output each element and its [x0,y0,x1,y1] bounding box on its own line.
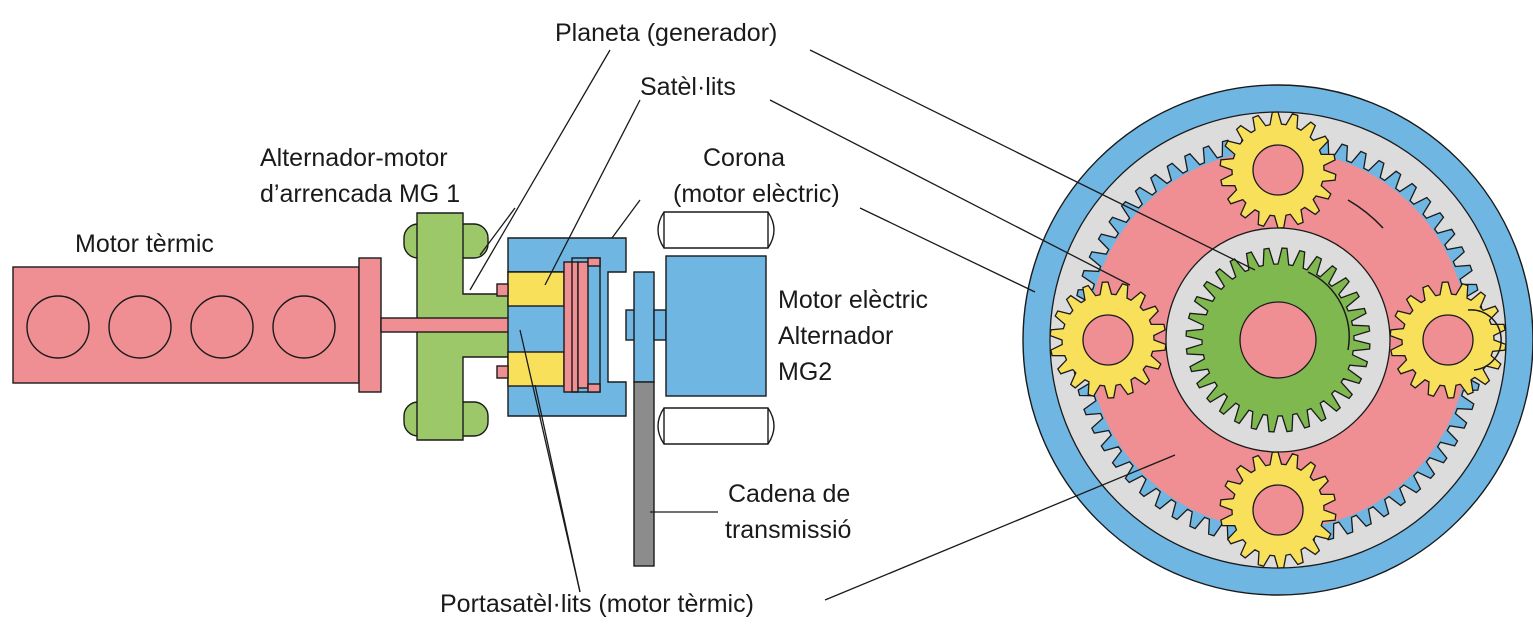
satellite-gear-left-hub [1082,314,1134,366]
label-satellits: Satèl·lits [640,73,736,101]
satellite-lower [507,351,565,387]
satellite-upper [507,271,565,307]
transmission-chain [633,381,655,567]
mg2-coil-top [657,211,775,249]
satellite-gear-top-hub [1252,144,1304,196]
satellite-rotation-arc [1467,309,1502,371]
leader-corona-left [611,199,641,239]
mg2-motor-body [665,255,767,397]
satellite-pin-lower [496,365,509,379]
leader-planeta-left [469,49,611,291]
satellite-pin-upper [496,283,509,297]
label-corona-line1: Corona [703,144,785,172]
leader-carrier-2 [534,384,581,593]
engine-cylinder-3 [190,295,254,359]
engine-cylinder-1 [26,295,90,359]
engine-block [12,257,382,393]
planetary-gearset [1022,84,1533,596]
label-corona-line2: (motor elèctric) [673,180,840,208]
mg2-coil-bottom [657,407,775,445]
leader-lines [469,49,1256,601]
label-cadena-line2: transmissió [725,516,851,544]
leader-planeta-right [809,49,1256,271]
labels: Planeta (generador) Satèl·lits Alternado… [75,19,928,618]
schematic [12,211,775,567]
leader-carrier-right [824,454,1176,601]
leader-corona-right [859,207,1036,293]
engine-flange [358,257,382,393]
planet-carrier [563,257,601,393]
sun-rotation-arc [1307,271,1350,351]
satellite-gear-bottom-hub [1252,484,1304,536]
leader-mg1 [479,207,516,256]
sun-hub [1239,301,1317,379]
engine-cylinder-4 [272,295,336,359]
label-motor-electric-line1: Motor elèctric [778,286,928,314]
label-planeta: Planeta (generador) [555,19,777,47]
label-alternador-motor-line2: d’arrencada MG 1 [260,180,460,208]
label-motor-electric-line3: MG2 [778,358,832,386]
engine-cylinder-2 [108,295,172,359]
leader-satellits-left [544,99,641,286]
label-motor-termic: Motor tèrmic [75,230,214,258]
output-shaft [625,271,667,383]
satellite-gear-right-hub [1422,314,1474,366]
carrier-rotation-arc [1347,199,1384,229]
label-portasatellits: Portasatèl·lits (motor tèrmic) [440,590,754,618]
leader-satellits-right [769,99,1131,286]
label-motor-electric-line2: Alternador [778,322,893,350]
label-alternador-motor-line1: Alternador-motor [260,144,448,172]
label-cadena-line1: Cadena de [728,480,850,508]
